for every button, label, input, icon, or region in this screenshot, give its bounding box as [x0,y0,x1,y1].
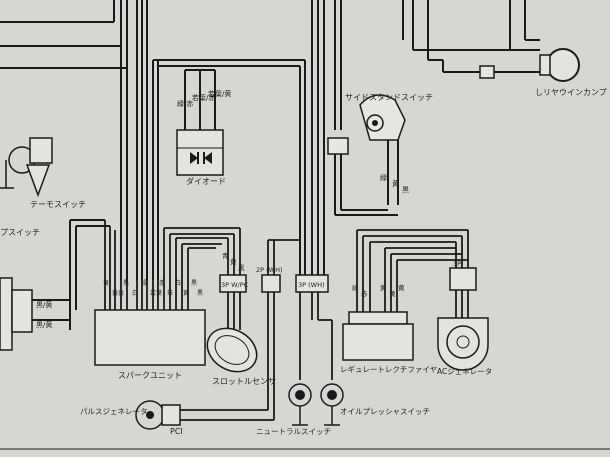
left-wires [32,219,110,330]
pin-label: 若葉 [150,289,162,297]
regulator-rectifier [342,311,414,361]
diode-label: ダイオード [186,176,226,186]
regulator-label: レギュレートレクチファイヤ [340,365,437,374]
left-connector [0,277,33,351]
tail-lamp-label: しリヤウインカンプ 12V10W [535,88,610,97]
throttle-wire-1: 青 [222,251,229,260]
pin-label: 黒 [191,280,197,287]
pin-label: 黒 [123,280,129,287]
pin-label: 緑 [141,279,147,287]
diode-wire-3: 若葉/黄 [208,89,231,98]
neutral-connector-label: 3P (WH) [298,281,325,289]
diode-wire-2: 若葉/赤 [192,93,215,102]
ac-generator-label: ACジェネレータ [437,367,492,376]
pin-label: 黄 [103,279,109,287]
diode-wire-1: 緑/赤 [177,99,193,108]
wire-bundle-top [0,0,540,280]
ac-generator [437,317,489,371]
tail-lamp [539,48,580,82]
pulse-gen-connector [261,274,281,293]
oil-pressure-switch [320,383,344,426]
pin-label: 黄白 [112,289,124,297]
pin-label: 茶 [167,289,173,297]
pulse-generator-label: パルスジェネレータ [80,407,148,416]
reg-wire-4: 黄 [389,289,396,298]
throttle-wire-3: 黒 [238,264,245,272]
side-stand-wire-1: 緑 [380,173,387,182]
reg-wire-1: 緑 [352,283,359,292]
throttle-sensor [206,327,258,373]
reg-wire-5: 黄 [398,283,405,292]
diode [176,129,224,176]
side-stand-wire-3: 黒 [402,186,409,194]
side-stand-connector [327,137,349,155]
throttle-connector-label: 3P W/PC [221,281,249,289]
thermo-switch [0,137,53,198]
neutral-leads [299,292,333,380]
throttle-wire-2: 黄 [230,257,237,266]
ac-gen-connector [449,267,477,291]
pin-label: 白 [175,279,181,287]
ac-gen-connector-label: 3P [453,260,461,268]
left-wire-2: 黒/黄 [36,320,52,329]
side-stand-label: サイドスタンドスイッチ [345,93,433,102]
pulse-generator [135,400,181,430]
neutral-switch [288,383,312,426]
pin-label: 黒 [197,290,203,297]
side-stand-wires [334,140,399,216]
regulator-leads [356,229,469,318]
spark-unit-leads [104,220,240,310]
side-stand-wire-2: 黄 [392,179,399,188]
pin-label: 白 [132,289,138,297]
oil-pressure-label: オイルプレッシャスイッチ [340,407,430,416]
reg-wire-3: 黄 [380,283,387,292]
left-switch-label: プスイッチ [0,228,40,237]
lamp-connector [479,65,495,79]
neutral-switch-label: ニュートラルスイッチ [256,427,331,436]
thermo-switch-label: テーモスイッチ [30,200,86,209]
throttle-connector [219,274,247,293]
spark-unit-label: スパークユニット [118,371,182,380]
left-wire-1: 黒/黄 [36,300,52,309]
spark-unit-pin-labels: 黄 黄白 黒 白 緑 若葉 赤 茶 白 黄 黒 黒 [103,279,203,297]
pulse-gen-leads [180,239,300,421]
side-stand-switch [359,94,406,141]
throttle-leads [227,228,241,330]
pin-label: 黄 [183,289,189,297]
reg-wire-2: 赤 [361,290,368,298]
spark-unit [94,309,206,366]
pulse-connector-label: 2P (WH) [256,266,283,274]
pin-label: 赤 [159,280,165,287]
neutral-connector [295,274,329,293]
throttle-sensor-label: スロットルセンサ [212,377,276,386]
regulator-wire-labels: 緑 赤 黄 黄 黄 [352,283,405,298]
pci-label: PCI [170,427,183,436]
